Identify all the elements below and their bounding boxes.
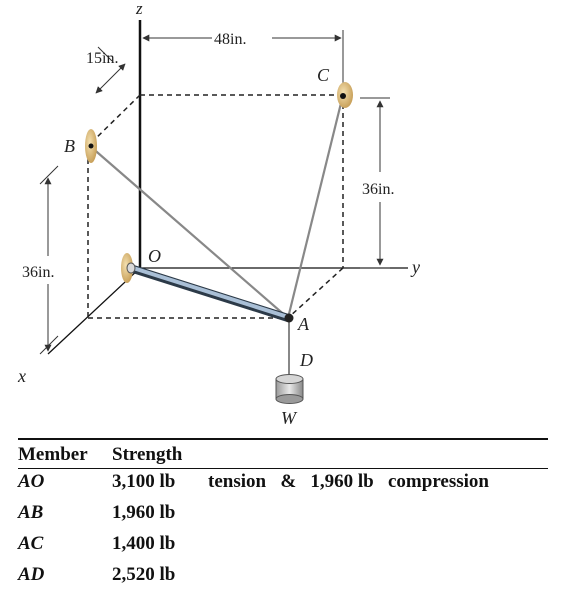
joint-a xyxy=(284,313,294,323)
point-label-b: B xyxy=(64,136,75,156)
x-axis xyxy=(47,267,141,355)
header-member: Member xyxy=(18,444,88,465)
point-label-c: C xyxy=(317,65,330,85)
member-cell: AD xyxy=(18,564,45,585)
dim-36-left-label: 36in. xyxy=(22,264,54,281)
strength-cell: 2,520 lb xyxy=(112,564,176,585)
strength-cell: 1,960 lb xyxy=(112,502,176,523)
cable-ab xyxy=(89,145,289,319)
member-cell: AO xyxy=(18,471,45,492)
y-axis-label: y xyxy=(410,257,420,277)
header-strength: Strength xyxy=(112,444,183,465)
member-cell: AB xyxy=(18,502,44,523)
cable-ac xyxy=(286,94,345,319)
truss-diagram: z y x 48in. 15in. 36in. 36in. xyxy=(17,0,420,428)
table-row: AB 1,960 lb xyxy=(18,500,548,531)
table-row: AD 2,520 lb xyxy=(18,562,548,593)
point-label-a: A xyxy=(297,314,310,334)
strength-note: tension & 1,960 lb compression xyxy=(208,471,489,492)
dim-36-right-label: 36in. xyxy=(362,181,394,198)
weight-w xyxy=(275,374,304,404)
point-label-w: W xyxy=(281,408,298,428)
strength-cell: 1,400 lb xyxy=(112,533,176,554)
dim-15-line xyxy=(95,63,126,94)
table-header: Member Strength xyxy=(18,438,548,469)
z-axis-label: z xyxy=(135,0,143,18)
x-axis-label: x xyxy=(17,366,26,386)
member-cell: AC xyxy=(18,533,44,554)
table-row: AC 1,400 lb xyxy=(18,531,548,562)
point-label-d: D xyxy=(299,350,313,370)
dim-48-label: 48in. xyxy=(214,31,246,48)
table-row: AO 3,100 lb tension & 1,960 lb compressi… xyxy=(18,469,548,500)
dim-15-label: 15in. xyxy=(86,50,118,67)
point-label-o: O xyxy=(148,246,161,266)
dashed-frame xyxy=(87,94,344,319)
member-strength-table: Member Strength AO 3,100 lb tension & 1,… xyxy=(18,438,548,593)
strength-cell: 3,100 lb xyxy=(112,471,176,492)
